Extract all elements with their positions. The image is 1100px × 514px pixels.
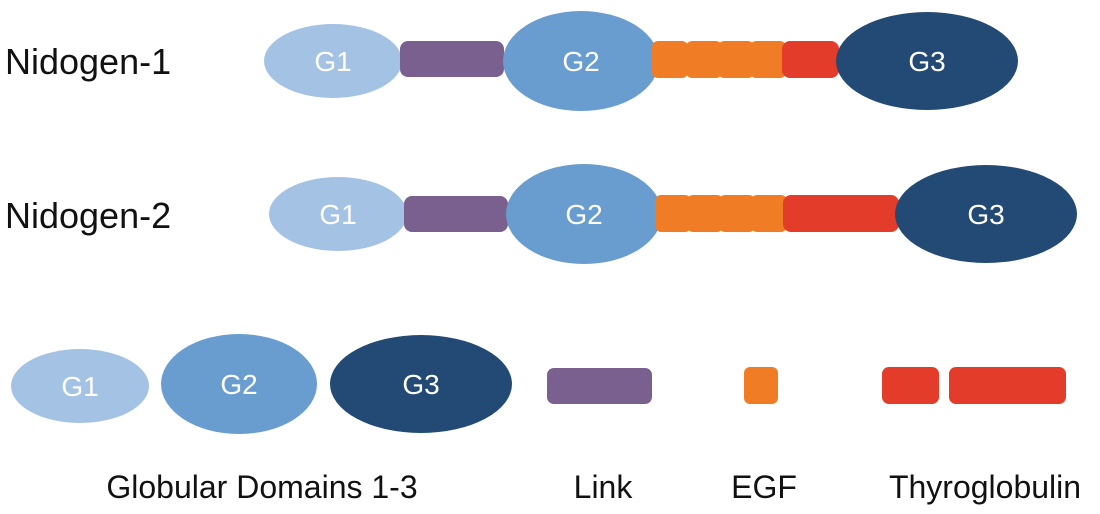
egf-block-2: [687, 195, 723, 232]
legend-label-egf: EGF: [731, 469, 797, 505]
g1-label: G1: [319, 199, 356, 230]
nidogen-2-g3-domain: G3: [895, 165, 1077, 263]
nidogen-1-egf-domains: [652, 41, 786, 78]
nidogen-2-egf-domains: [655, 195, 787, 232]
g3-ellipse: [895, 165, 1077, 263]
legend: G1 G2 G3 Globular Domains 1-3 Link EGF T…: [11, 334, 1081, 505]
legend-label-thyroglobulin: Thyroglobulin: [889, 469, 1081, 505]
thyroglobulin-swatch-short: [882, 367, 939, 404]
nidogen-2-row: Nidogen-2 G1 G2 G3: [5, 164, 1077, 264]
g1-ellipse: [269, 177, 407, 251]
legend-g1: G1: [11, 349, 149, 423]
g3-label: G3: [908, 46, 945, 77]
g1-label: G1: [61, 371, 98, 402]
g2-label: G2: [562, 46, 599, 77]
g2-ellipse: [161, 334, 317, 434]
egf-block-4: [750, 41, 786, 78]
egf-block-2: [686, 41, 722, 78]
legend-g3: G3: [330, 335, 512, 433]
row-label-nidogen-2: Nidogen-2: [5, 195, 171, 236]
thyroglobulin-swatch-long: [949, 367, 1066, 404]
legend-globular-domains: G1 G2 G3 Globular Domains 1-3: [11, 334, 512, 505]
legend-label-link: Link: [574, 469, 634, 505]
egf-block-1: [655, 195, 691, 232]
nidogen-1-link-domain: [400, 41, 504, 77]
nidogen-1-g1-domain: G1: [264, 24, 402, 98]
g3-label: G3: [402, 369, 439, 400]
egf-block-3: [719, 195, 755, 232]
g1-label: G1: [314, 46, 351, 77]
legend-link: Link: [547, 368, 652, 505]
link-swatch: [547, 368, 652, 404]
nidogen-1-g2-domain: G2: [503, 11, 659, 111]
nidogen-2-g2-domain: G2: [506, 164, 662, 264]
g1-ellipse: [264, 24, 402, 98]
row-label-nidogen-1: Nidogen-1: [5, 41, 171, 82]
g2-ellipse: [503, 11, 659, 111]
g3-ellipse: [836, 12, 1018, 110]
egf-block-3: [718, 41, 754, 78]
egf-block-1: [652, 41, 688, 78]
egf-swatch: [744, 367, 778, 404]
nidogen-2-thyroglobulin-domain: [783, 195, 899, 232]
nidogen-1-row: Nidogen-1 G1 G2 G3: [5, 11, 1018, 111]
legend-egf: EGF: [731, 367, 797, 505]
g3-label: G3: [967, 199, 1004, 230]
egf-block-4: [751, 195, 787, 232]
g2-label: G2: [220, 369, 257, 400]
nidogen-2-link-domain: [404, 196, 508, 232]
g2-label: G2: [565, 199, 602, 230]
g3-ellipse: [330, 335, 512, 433]
legend-thyroglobulin: Thyroglobulin: [882, 367, 1081, 505]
nidogen-2-g1-domain: G1: [269, 177, 407, 251]
g1-ellipse: [11, 349, 149, 423]
legend-g2: G2: [161, 334, 317, 434]
nidogen-1-thyroglobulin-domain: [782, 41, 839, 78]
legend-label-globular-domains: Globular Domains 1-3: [106, 469, 417, 505]
nidogen-1-g3-domain: G3: [836, 12, 1018, 110]
g2-ellipse: [506, 164, 662, 264]
